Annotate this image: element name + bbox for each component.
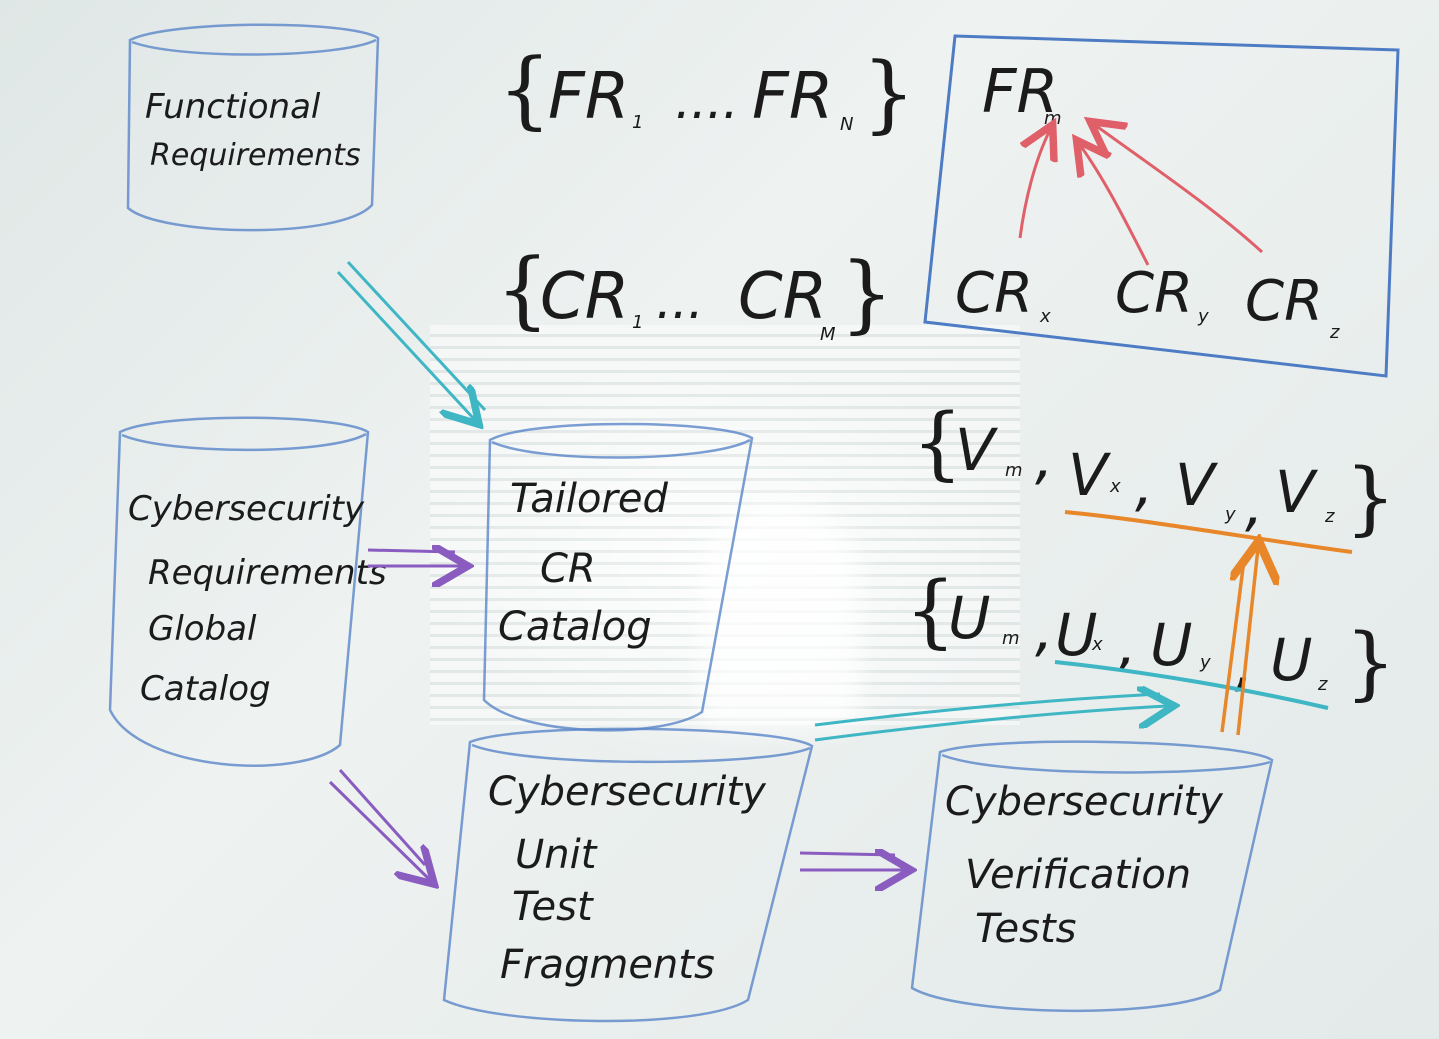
v-item-4-sub: z: [1324, 506, 1335, 527]
v-comma-3: ,: [1245, 471, 1263, 539]
map-target-sub: m: [1044, 108, 1062, 129]
fr-set-a: FR: [548, 60, 629, 134]
cr-brace-close: }: [840, 244, 893, 342]
cylinder-unit-test-fragments: Cybersecurity Unit Test Fragments: [442, 727, 814, 1023]
tailored-line-2: CR: [540, 546, 596, 592]
cr-set-b: CR: [738, 260, 827, 334]
catalog-line-4: Catalog: [140, 669, 271, 709]
v-comma-1: ,: [1035, 424, 1053, 492]
map-target: FR: [982, 57, 1058, 127]
fr-set-a-sub: 1: [632, 112, 643, 133]
purple-arrow-catalog-to-tailored: [367, 550, 462, 566]
u-comma-1: ,: [1035, 596, 1053, 664]
map-source-3-sub: z: [1329, 322, 1340, 343]
map-source-2-sub: y: [1197, 306, 1209, 327]
orange-arrow-to-v-set: [1220, 548, 1258, 736]
u-item-1-sub: m: [1002, 628, 1020, 649]
catalog-line-1: Cybersecurity: [128, 489, 365, 529]
cylinder-verification-tests: Cybersecurity Verification Tests: [910, 740, 1274, 1012]
v-set: { V m , V x , V y , V z }: [912, 396, 1396, 554]
v-item-1: V: [955, 416, 999, 484]
orange-underline: [1064, 510, 1353, 554]
fr-brace-open: {: [498, 40, 551, 138]
u-item-4: U: [1270, 626, 1312, 694]
u-item-3: U: [1150, 611, 1192, 679]
red-arrow-x: [1018, 130, 1050, 239]
v-comma-2: ,: [1135, 451, 1153, 519]
u-brace-close: }: [1345, 616, 1396, 709]
v-item-2: V: [1068, 441, 1112, 509]
v-item-3-sub: y: [1224, 504, 1236, 525]
verif-line-1: Cybersecurity: [945, 779, 1224, 825]
cylinder-tailored-catalog: Tailored CR Catalog: [482, 422, 754, 732]
cr-set-a-sub: 1: [632, 312, 643, 333]
cylinder-functional-requirements: Functional Requirements: [126, 23, 380, 232]
u-item-2: U: [1055, 601, 1097, 669]
unit-line-1: Cybersecurity: [488, 769, 767, 815]
map-source-2: CR: [1115, 261, 1193, 326]
v-item-2-sub: x: [1109, 476, 1121, 497]
mapping-box: FR m CR x CR y CR z: [923, 34, 1400, 378]
teal-arrow-to-u-set: [814, 694, 1168, 742]
unit-line-2: Unit: [515, 832, 598, 878]
u-brace-open: {: [905, 564, 956, 657]
fr-node-line-2: Requirements: [150, 138, 361, 173]
fr-set-b-sub: N: [840, 114, 853, 135]
v-item-4: V: [1275, 458, 1319, 526]
v-item-3: V: [1175, 451, 1219, 519]
v-item-1-sub: m: [1005, 460, 1023, 481]
catalog-line-2: Requirements: [148, 553, 387, 593]
v-brace-open: {: [912, 396, 963, 489]
red-arrow-y: [1080, 145, 1150, 266]
verif-line-3: Tests: [975, 906, 1076, 952]
cr-set-b-sub: M: [820, 324, 836, 345]
u-item-4-sub: z: [1317, 674, 1328, 695]
map-source-1-sub: x: [1039, 306, 1051, 327]
fr-node-line-1: Functional: [145, 87, 321, 127]
teal-underline: [1054, 660, 1329, 710]
u-item-2-sub: x: [1091, 634, 1103, 655]
u-comma-2: ,: [1118, 611, 1136, 679]
tailored-line-1: Tailored: [510, 476, 669, 522]
glare-reflection: [700, 500, 860, 730]
cr-set-dots: ...: [656, 272, 704, 330]
fr-set-dots: ....: [675, 72, 739, 130]
u-item-1: U: [948, 584, 990, 652]
cr-brace-open: {: [496, 240, 549, 338]
red-arrow-z: [1095, 125, 1264, 254]
cylinder-global-catalog: Cybersecurity Requirements Global Catalo…: [108, 416, 387, 767]
fr-set: { FR 1 .... FR N }: [498, 40, 915, 142]
unit-line-3: Test: [512, 884, 594, 930]
purple-arrow-unit-to-verification: [799, 853, 905, 870]
purple-arrow-catalog-to-unit: [328, 768, 430, 880]
catalog-line-3: Global: [148, 609, 257, 649]
map-source-1: CR: [955, 261, 1033, 326]
cr-set: { CR 1 ... CR M }: [496, 240, 893, 345]
teal-arrow-fr-to-tailored: [336, 260, 487, 420]
fr-brace-close: }: [862, 44, 915, 142]
tailored-line-3: Catalog: [498, 604, 652, 650]
fr-set-b: FR: [752, 60, 833, 134]
cr-set-a: CR: [540, 260, 629, 334]
v-brace-close: }: [1345, 451, 1396, 544]
verif-line-2: Verification: [965, 852, 1191, 898]
u-item-3-sub: y: [1199, 652, 1211, 673]
unit-line-4: Fragments: [500, 942, 715, 988]
u-set: { U m , U x , U y , U z }: [905, 564, 1396, 710]
map-source-3: CR: [1245, 269, 1323, 334]
